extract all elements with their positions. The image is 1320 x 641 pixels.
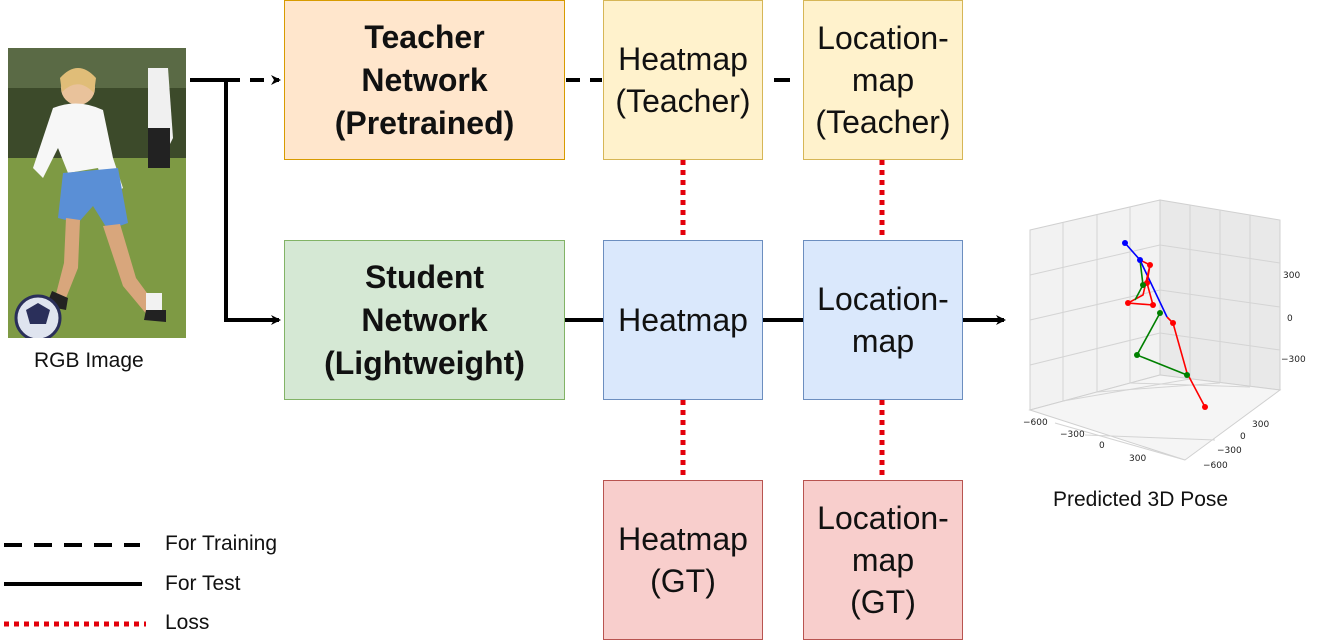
output-caption: Predicted 3D Pose	[1053, 488, 1229, 511]
student-network-label: Student Network (Lightweight)	[324, 258, 525, 381]
x-tick-minus300: −300	[1060, 430, 1085, 440]
input-caption: RGB Image	[34, 349, 144, 372]
locationmap-student-label: Location- map	[817, 281, 949, 359]
locationmap-teacher-label: Location- map (Teacher)	[815, 20, 951, 140]
locationmap-gt-box: Location- map (GT)	[803, 480, 963, 640]
teacher-network-box: Teacher Network (Pretrained)	[284, 0, 565, 160]
rgb-input-image	[8, 48, 186, 338]
z-tick-0: 0	[1287, 314, 1293, 324]
legend-training-label: For Training	[165, 532, 278, 555]
test-arrow-to-student	[224, 80, 281, 325]
heatmap-teacher-label: Heatmap (Teacher)	[615, 41, 751, 119]
y-tick-0: 0	[1240, 432, 1246, 442]
teacher-network-label: Teacher Network (Pretrained)	[334, 18, 515, 141]
legend-loss-label: Loss	[165, 611, 210, 634]
locationmap-student-box: Location- map	[803, 240, 963, 400]
locationmap-gt-label: Location- map (GT)	[817, 500, 949, 620]
legend-test-label: For Test	[165, 572, 241, 595]
y-tick-300: 300	[1252, 420, 1269, 430]
z-tick-300: 300	[1283, 271, 1300, 281]
x-tick-minus600: −600	[1023, 418, 1048, 428]
z-tick-minus300: −300	[1281, 355, 1306, 365]
predicted-3d-pose-plot: 300 0 −300 −600 −300 0 300 300 0 −300 −6…	[985, 185, 1315, 485]
student-network-box: Student Network (Lightweight)	[284, 240, 565, 400]
heatmap-student-label: Heatmap	[618, 302, 748, 338]
y-tick-minus600: −600	[1203, 461, 1228, 471]
heatmap-gt-label: Heatmap (GT)	[618, 521, 748, 599]
x-tick-300: 300	[1129, 454, 1146, 464]
y-tick-minus300: −300	[1217, 446, 1242, 456]
x-tick-0: 0	[1099, 441, 1105, 451]
heatmap-teacher-box: Heatmap (Teacher)	[603, 0, 763, 160]
locationmap-teacher-box: Location- map (Teacher)	[803, 0, 963, 160]
heatmap-student-box: Heatmap	[603, 240, 763, 400]
heatmap-gt-box: Heatmap (GT)	[603, 480, 763, 640]
